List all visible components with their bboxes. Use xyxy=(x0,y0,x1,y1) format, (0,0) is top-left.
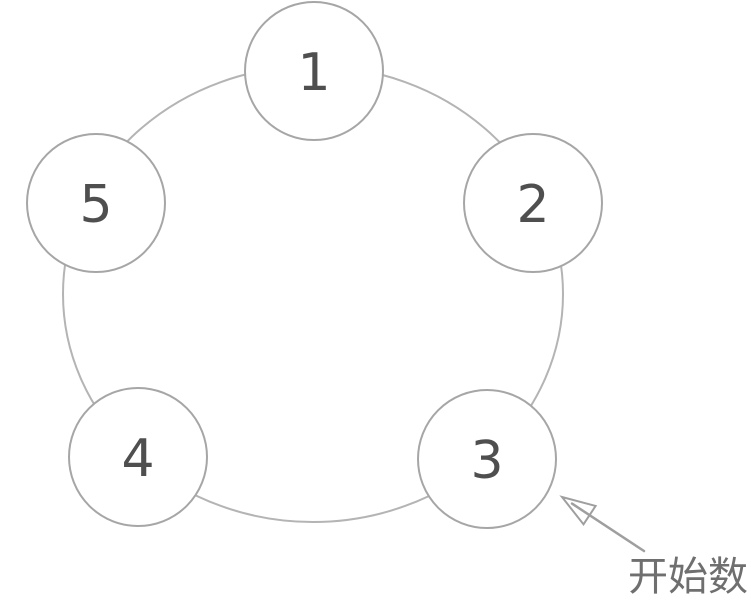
node-circle xyxy=(68,387,208,527)
ring-node-5: 5 xyxy=(26,133,166,273)
node-number: 2 xyxy=(516,175,549,235)
ring-node-3: 3 xyxy=(417,389,557,529)
node-circle xyxy=(417,389,557,529)
node-number: 1 xyxy=(297,43,330,103)
start-arrow xyxy=(559,495,646,553)
node-number: 4 xyxy=(121,429,154,489)
start-counting-label: 开始数 xyxy=(628,554,748,600)
ring-node-4: 4 xyxy=(68,387,208,527)
ring-node-1: 1 xyxy=(244,1,384,141)
node-number: 5 xyxy=(79,175,112,235)
node-number: 3 xyxy=(470,431,503,491)
ring-node-2: 2 xyxy=(463,133,603,273)
arrowhead-icon xyxy=(559,495,598,527)
node-circle xyxy=(463,133,603,273)
node-circle xyxy=(26,133,166,273)
nodes-layer: 1 2 3 4 5 xyxy=(26,1,603,529)
node-circle xyxy=(244,1,384,141)
arrow-shaft xyxy=(570,502,646,553)
